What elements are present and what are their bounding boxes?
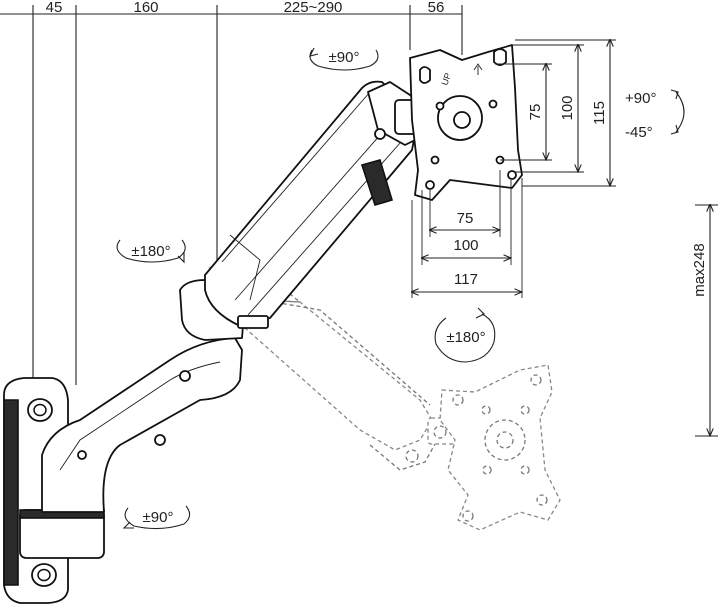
vesa-vertical-dims: 75 100 115: [495, 40, 616, 186]
vesa-horizontal-dims: 75 100 117: [412, 170, 522, 298]
plate-up-marker: UP: [439, 72, 453, 87]
dim-max-height: max248: [691, 243, 708, 296]
dim-vesa-100-vertical: 100: [559, 95, 576, 120]
rot-mid-arm-label: ±180°: [131, 243, 170, 260]
dim-160: 160: [133, 0, 158, 16]
rot-upper-arm-label: ±90°: [329, 49, 360, 66]
vesa-plate: UP: [409, 44, 523, 201]
rotation-base: ±90°: [122, 505, 191, 530]
top-dimension-bar: 45 160 225~290 56: [0, 0, 463, 385]
wall-plate: [3, 377, 105, 604]
rotation-plate: ±180°: [434, 307, 496, 363]
upper-arm: [204, 80, 426, 329]
rotation-tilt: +90° -45°: [625, 89, 685, 141]
height-dimension: max248: [691, 205, 718, 436]
lower-arm: [41, 279, 246, 513]
rotation-upper-arm: ±90°: [308, 47, 379, 71]
dim-45: 45: [46, 0, 63, 16]
dim-vesa-75-horizontal: 75: [457, 210, 474, 227]
rot-tilt-down-label: -45°: [625, 124, 653, 141]
dim-vesa-75-vertical: 75: [527, 104, 544, 121]
rot-tilt-up-label: +90°: [625, 90, 656, 107]
dim-vesa-117-horizontal: 117: [454, 271, 478, 288]
rot-plate-label: ±180°: [446, 329, 485, 346]
rot-base-label: ±90°: [143, 509, 174, 526]
dim-56: 56: [428, 0, 445, 16]
dim-vesa-115-vertical: 115: [591, 101, 608, 125]
dim-vesa-100-horizontal: 100: [453, 237, 478, 254]
dim-225-290: 225~290: [284, 0, 343, 16]
rotation-mid-arm: ±180°: [116, 239, 186, 264]
